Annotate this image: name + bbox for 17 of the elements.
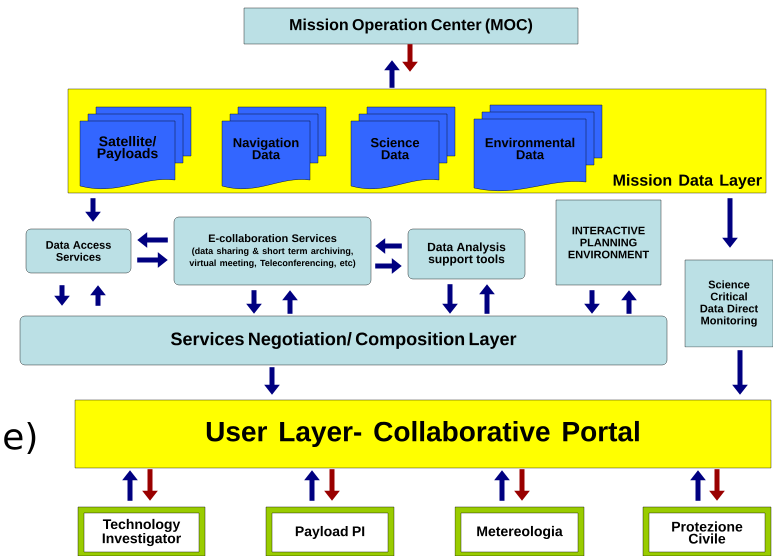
user-box: Metereologia <box>454 506 584 556</box>
service-box: Services Negotiation/ Composition Layer <box>20 316 668 366</box>
document-stack: Environmental Data <box>474 104 602 191</box>
user-box: Protezione Civile <box>642 506 772 556</box>
document-stack: Science Data <box>350 106 456 189</box>
service-box: E-collaboration Services (data sharing & short term archiving, virtual meeting, Teleconferencing, etc) <box>174 216 372 286</box>
portal-band: User Layer- Collaborative Portal <box>74 400 772 468</box>
document-stack: Satellite/ Payloads <box>80 106 192 189</box>
section-letter: e) <box>4 422 36 454</box>
service-box: Data Access Services <box>26 228 132 274</box>
user-box: Payload PI <box>266 506 394 556</box>
user-box: Technology Investigator <box>78 506 206 556</box>
service-box: Science Critical Data Direct Monitoring <box>684 260 773 348</box>
service-box: Data Analysis support tools <box>408 228 526 280</box>
service-box: Mission Operation Center (MOC) <box>244 8 578 44</box>
document-stack: Navigation Data <box>222 106 326 189</box>
service-box: INTERACTIVE PLANNING ENVIRONMENT <box>556 200 662 286</box>
